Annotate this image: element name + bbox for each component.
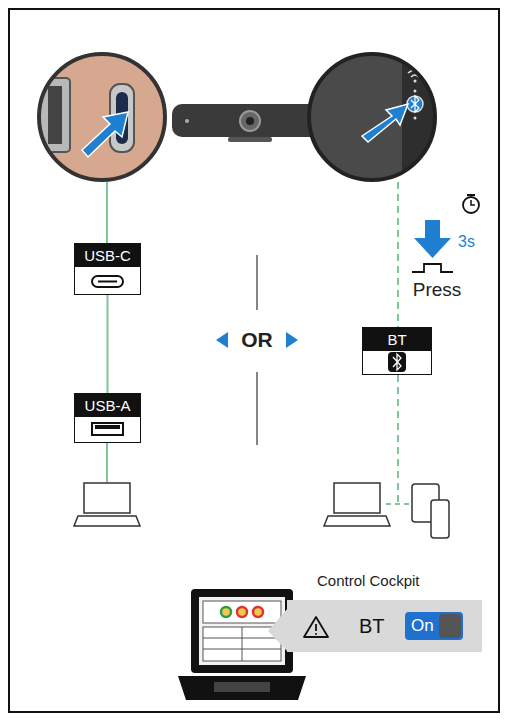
connector-tag: USB-C [74, 243, 141, 295]
setting-name: BT [359, 612, 385, 640]
connection-tag: BT [362, 327, 432, 375]
or-label: OR [241, 328, 273, 352]
header-band: USB-C [75, 244, 140, 267]
cable-segment [107, 295, 109, 393]
tag-title: BT [387, 331, 406, 348]
action-label: Press [413, 279, 462, 301]
cable-line [107, 295, 108, 393]
tag-title: USB-A [85, 397, 131, 414]
toggle-switch: On [405, 612, 463, 640]
header-band: USB-A [75, 394, 140, 417]
panel-heading: Control Cockpit [317, 572, 420, 589]
connector-tag: USB-A [74, 393, 141, 443]
toggle-state: On [411, 612, 434, 640]
tag-title: USB-C [84, 247, 131, 264]
settings-panel: Control CockpitBTOn [287, 600, 482, 652]
duration-label: 3s [458, 233, 475, 251]
header-band: BT [363, 328, 431, 351]
toggle-knob [439, 614, 461, 638]
